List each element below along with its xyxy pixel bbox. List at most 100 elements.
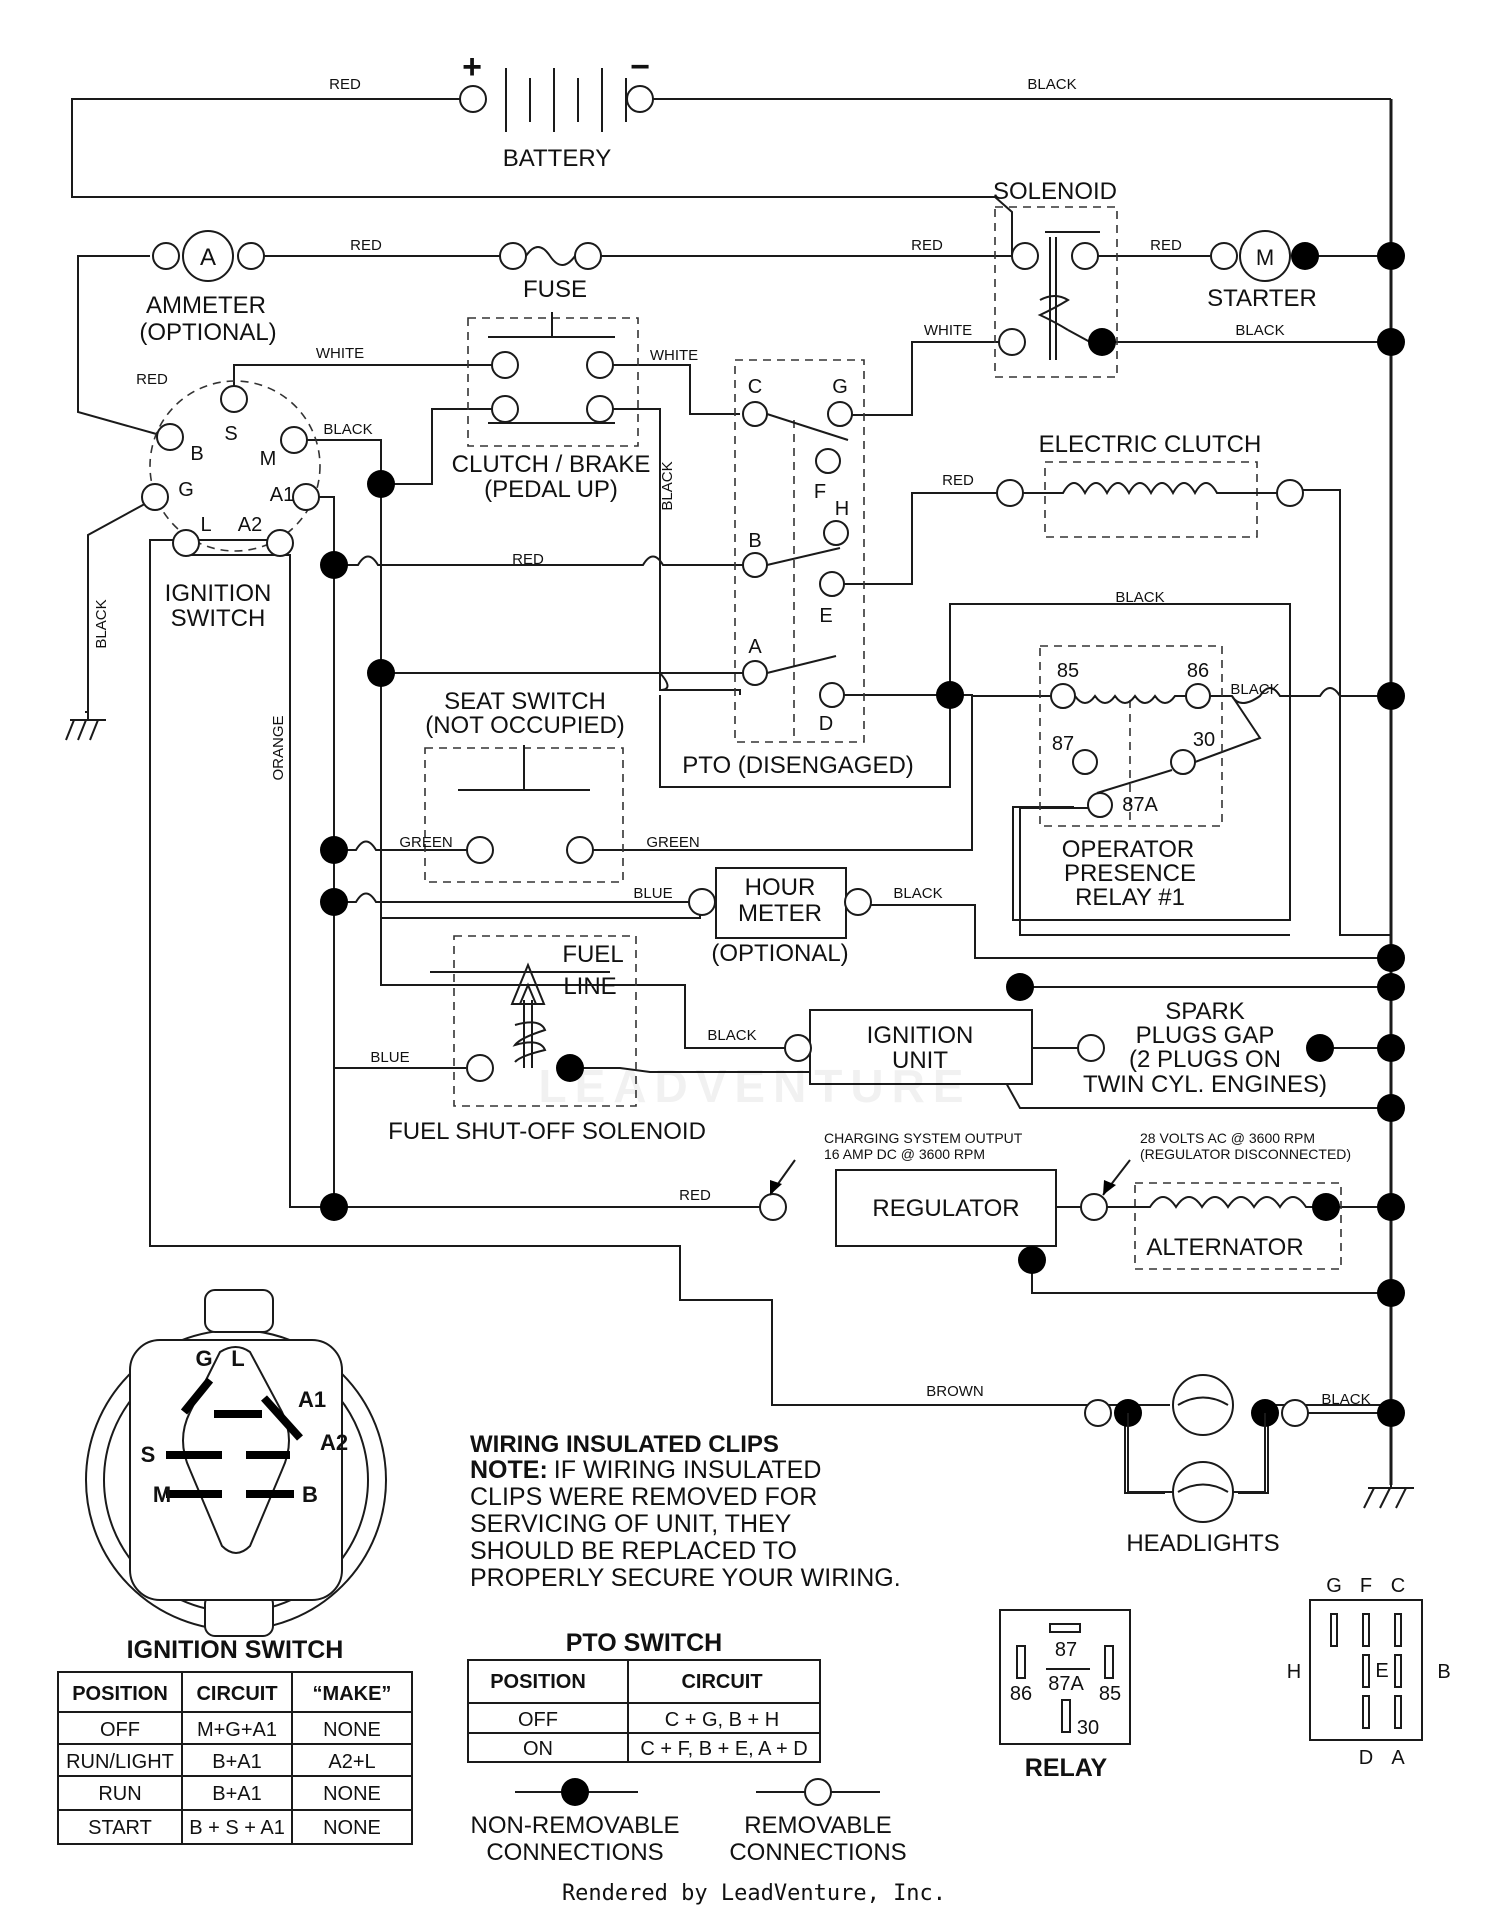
pto-term-g: G bbox=[832, 376, 848, 398]
spark-label-4: TWIN CYL. ENGINES) bbox=[1083, 1071, 1327, 1098]
headlights-label: HEADLIGHTS bbox=[1126, 1530, 1279, 1557]
wire-label-red: RED bbox=[911, 237, 943, 254]
ign-term-b: B bbox=[190, 443, 203, 465]
battery-minus: − bbox=[630, 48, 650, 86]
pto-term-h: H bbox=[835, 498, 849, 520]
pto-switch: C G F H B E A D PTO (DISENGAGED) bbox=[682, 359, 914, 779]
relay-pin-85: 85 bbox=[1099, 1683, 1121, 1705]
starter-symbol: M bbox=[1256, 245, 1274, 270]
ignition-switch: B S M G L A2 A1 IGNITION SWITCH bbox=[141, 380, 321, 632]
ign-td-0-2: NONE bbox=[323, 1719, 381, 1741]
relay-pin-86: 86 bbox=[1010, 1683, 1032, 1705]
wire-label-blue: BLUE bbox=[370, 1049, 409, 1066]
ign-face-s: S bbox=[141, 1442, 156, 1467]
ammeter-symbol: A bbox=[200, 244, 216, 271]
ignition-unit-label-1: IGNITION bbox=[867, 1022, 974, 1049]
note: WIRING INSULATED CLIPS NOTE:IF WIRING IN… bbox=[470, 1431, 901, 1592]
pto-term-a: A bbox=[748, 636, 762, 658]
solenoid-label: SOLENOID bbox=[993, 178, 1117, 205]
relay-pin-diagram: 87 87A 86 85 30 RELAY bbox=[999, 1609, 1131, 1782]
electric-clutch-label: ELECTRIC CLUTCH bbox=[1039, 431, 1262, 458]
wire-label-black: BLACK bbox=[93, 599, 110, 648]
ign-term-s: S bbox=[224, 423, 237, 445]
pto-pin-b: B bbox=[1437, 1661, 1450, 1683]
ign-face-m: M bbox=[153, 1482, 171, 1507]
relay-term-30: 30 bbox=[1193, 729, 1215, 751]
legend: NON-REMOVABLE CONNECTIONS REMOVABLE CONN… bbox=[471, 1778, 907, 1866]
note-line-1: NOTE:IF WIRING INSULATED bbox=[470, 1456, 821, 1484]
ammeter: A AMMETER (OPTIONAL) bbox=[139, 230, 277, 346]
pto-pin-e: E bbox=[1375, 1660, 1388, 1682]
ign-term-m: M bbox=[260, 448, 277, 470]
note-line-3: SERVICING OF UNIT, THEY bbox=[470, 1510, 792, 1538]
wire-label-black: BLACK bbox=[1027, 76, 1076, 93]
wire-label-black: BLACK bbox=[893, 885, 942, 902]
pto-pin-h: H bbox=[1287, 1661, 1301, 1683]
pto-pin-c: C bbox=[1391, 1575, 1405, 1597]
wire-label-red: RED bbox=[329, 76, 361, 93]
fuse: FUSE bbox=[499, 242, 602, 303]
ign-face-a1: A1 bbox=[298, 1387, 326, 1412]
legend-removable-1: REMOVABLE bbox=[744, 1812, 892, 1839]
wire-label-green: GREEN bbox=[399, 834, 452, 851]
spark-label-1: SPARK bbox=[1165, 998, 1245, 1025]
wire-label-black: BLACK bbox=[707, 1027, 756, 1044]
legend-nonremovable-1: NON-REMOVABLE bbox=[471, 1812, 680, 1839]
pto-th-0: POSITION bbox=[490, 1671, 586, 1693]
wire-label-red: RED bbox=[512, 551, 544, 568]
ammeter-label: AMMETER bbox=[146, 292, 266, 319]
note-l1: IF WIRING INSULATED bbox=[554, 1456, 822, 1484]
note-line-4: SHOULD BE REPLACED TO bbox=[470, 1537, 797, 1565]
ign-td-3-1: B + S + A1 bbox=[189, 1817, 285, 1839]
ign-label-2: SWITCH bbox=[171, 605, 266, 632]
wire-label-red: RED bbox=[1150, 237, 1182, 254]
ign-term-g: G bbox=[178, 479, 194, 501]
ign-td-1-1: B+A1 bbox=[212, 1751, 261, 1773]
ign-th-1: CIRCUIT bbox=[196, 1683, 277, 1705]
ign-th-0: POSITION bbox=[72, 1683, 168, 1705]
wire-label-red: RED bbox=[942, 472, 974, 489]
spark-label-2: PLUGS GAP bbox=[1136, 1022, 1275, 1049]
ign-term-l: L bbox=[200, 514, 211, 536]
relay-pin-30: 30 bbox=[1077, 1717, 1099, 1739]
ign-td-1-0: RUN/LIGHT bbox=[66, 1751, 174, 1773]
wire-label-white: WHITE bbox=[316, 345, 364, 362]
ignition-unit-label-2: UNIT bbox=[892, 1047, 948, 1074]
legend-nonremovable-2: CONNECTIONS bbox=[486, 1839, 663, 1866]
volts-label-1: 28 VOLTS AC @ 3600 RPM bbox=[1140, 1130, 1315, 1146]
pto-table: PTO SWITCH POSITION CIRCUIT OFF C + G, B… bbox=[467, 1629, 821, 1763]
ign-face-g: G bbox=[195, 1346, 212, 1371]
ignition-table: IGNITION SWITCH POSITION CIRCUIT “MAKE” … bbox=[57, 1636, 413, 1845]
ign-td-2-2: NONE bbox=[323, 1783, 381, 1805]
note-title: WIRING INSULATED CLIPS bbox=[470, 1431, 779, 1458]
ign-td-0-0: OFF bbox=[100, 1719, 140, 1741]
pto-pin-g: G bbox=[1326, 1575, 1342, 1597]
regulator: REGULATOR CHARGING SYSTEM OUTPUT 16 AMP … bbox=[759, 1130, 1108, 1274]
watermark: LEADVENTURE bbox=[538, 1060, 971, 1112]
seat-switch-label: SEAT SWITCH bbox=[444, 688, 606, 715]
relay-diagram-label: RELAY bbox=[1025, 1754, 1108, 1782]
pto-term-b: B bbox=[748, 530, 761, 552]
spark-label-3: (2 PLUGS ON bbox=[1129, 1046, 1281, 1073]
hour-meter-label-1: HOUR bbox=[745, 874, 816, 901]
relay-term-87a: 87A bbox=[1122, 794, 1158, 816]
ign-term-a2: A2 bbox=[238, 514, 262, 536]
clutch-brake-state: (PEDAL UP) bbox=[484, 476, 618, 503]
relay-label-1: OPERATOR bbox=[1062, 836, 1194, 863]
note-line-5: PROPERLY SECURE YOUR WIRING. bbox=[470, 1564, 901, 1592]
pto-td-1-0: ON bbox=[523, 1738, 553, 1760]
pto-term-c: C bbox=[748, 376, 762, 398]
wire-label-black: BLACK bbox=[1235, 322, 1284, 339]
wire-label-green: GREEN bbox=[646, 834, 699, 851]
wire-label-white: WHITE bbox=[650, 347, 698, 364]
wire-label-black: BLACK bbox=[1230, 681, 1279, 698]
fuel-line-label-1: FUEL bbox=[562, 941, 623, 968]
wire-label-orange: ORANGE bbox=[270, 715, 287, 780]
note-prefix: NOTE: bbox=[470, 1456, 548, 1484]
seat-switch-state: (NOT OCCUPIED) bbox=[425, 712, 625, 739]
fuse-label: FUSE bbox=[523, 276, 587, 303]
alternator: ALTERNATOR 28 VOLTS AC @ 3600 RPM (REGUL… bbox=[1102, 1130, 1351, 1270]
relay-term-87: 87 bbox=[1052, 733, 1074, 755]
spark-plugs: SPARK PLUGS GAP (2 PLUGS ON TWIN CYL. EN… bbox=[1083, 998, 1334, 1098]
wire-label-black: BLACK bbox=[1115, 589, 1164, 606]
